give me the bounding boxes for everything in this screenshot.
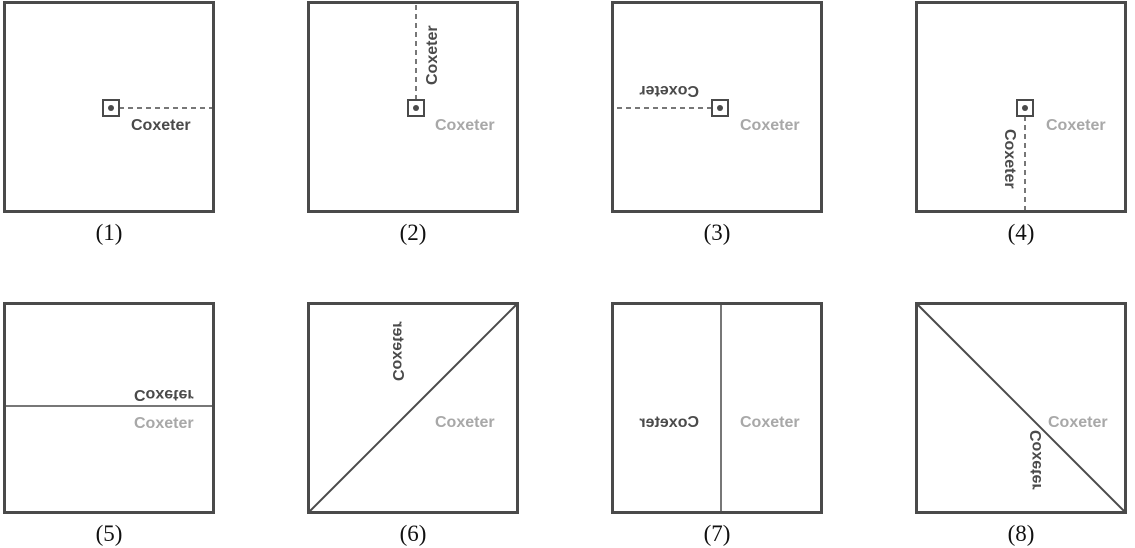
panel-8-caption: (8) [1007,521,1035,546]
panel-6-ghost-label: Coxeter [435,414,495,431]
panel-7-caption: (7) [703,521,731,546]
mirror-line [916,303,1126,513]
panel-6: Coxeter Coxeter [307,302,519,514]
panel-5-diagram: Coxeter Coxeter [3,302,215,514]
center-point [413,105,419,111]
panel-6-caption: (6) [399,521,427,546]
panel-6-reflected-label: Coxeter [389,321,406,381]
panel-5: Coxeter Coxeter [3,302,215,514]
square-frame [307,1,519,213]
mirror-line [308,303,518,513]
square-frame [611,1,823,213]
panel-4: Coxeter Coxeter [915,1,1127,213]
panel-7: Coxeter Coxeter [611,302,823,514]
panel-5-reflected-label: Coxeter [134,386,194,403]
panel-8-reflected-label: Coxeter [1028,430,1045,490]
square-frame [915,1,1127,213]
panel-7-reflected-label: Coxeter [639,414,699,431]
panel-8-diagram: Coxeter Coxeter [915,302,1127,514]
panel-3-ghost-label: Coxeter [740,117,800,134]
square-frame [3,1,215,213]
panel-8-ghost-label: Coxeter [1048,414,1108,431]
panel-2-diagram: Coxeter Coxeter [307,1,519,213]
panel-8: Coxeter Coxeter [915,302,1127,514]
panel-1: Coxeter [3,1,215,213]
panel-7-ghost-label: Coxeter [740,414,800,431]
center-point [1022,105,1028,111]
panel-1-caption: (1) [95,220,123,245]
panel-4-rotated-label: Coxeter [1001,129,1018,189]
panel-5-caption: (5) [95,521,123,546]
panel-3: Coxeter Coxeter [611,1,823,213]
square-frame [3,302,215,514]
square-frame [915,302,1127,514]
panel-7-diagram: Coxeter Coxeter [611,302,823,514]
panel-3-caption: (3) [703,220,731,245]
center-point [108,105,114,111]
panel-2-caption: (2) [399,220,427,245]
panel-2: Coxeter Coxeter [307,1,519,213]
panel-1-label: Coxeter [131,117,191,134]
panel-6-diagram: Coxeter Coxeter [307,302,519,514]
square-frame [307,302,519,514]
panel-2-rotated-label: Coxeter [424,25,441,85]
panel-4-caption: (4) [1007,220,1035,245]
panel-4-diagram: Coxeter Coxeter [915,1,1127,213]
panel-2-ghost-label: Coxeter [435,117,495,134]
square-frame [611,302,823,514]
panel-5-ghost-label: Coxeter [134,415,194,432]
panel-3-diagram: Coxeter Coxeter [611,1,823,213]
panel-1-diagram: Coxeter [3,1,215,213]
panel-3-rotated-label: Coxeter [639,82,699,99]
center-point [717,105,723,111]
panel-4-ghost-label: Coxeter [1046,117,1106,134]
